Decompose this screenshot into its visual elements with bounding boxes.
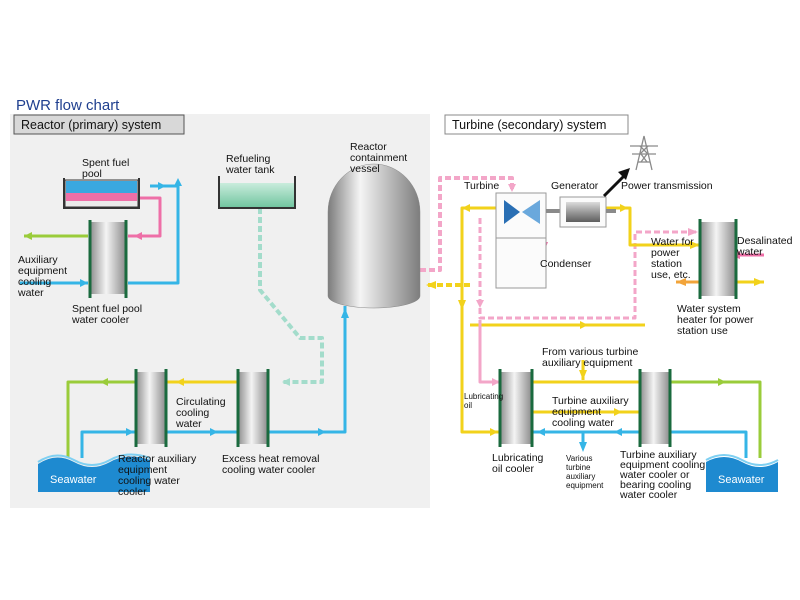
water-system-heater [698,219,738,299]
condenser-steam-pipe [478,218,700,320]
turbine-aux-cooler-label: Turbine auxiliary equipment cooling wate… [619,449,708,501]
circulating-cooling-water-label: Circulating cooling water [175,396,229,430]
turbine-yellow-pipe-top [606,206,700,247]
water-for-power-station-use-label: Water for power station use, etc. [651,236,697,281]
right-seawater-intake-pipe [670,430,748,458]
flow-arrows [24,178,764,452]
lubricating-oil-pipe [478,320,500,384]
power-transmission-icon [602,135,658,198]
left-seawater-label: Seawater [50,474,97,486]
reactor-auxiliary-cooler-label: Reactor auxiliary equipment cooling wate… [118,453,199,498]
from-various-turbine-aux-label: From various turbine auxiliary equipment [542,346,641,369]
page-title: PWR flow chart [16,97,120,114]
left-seawater-drain-pipe [66,380,136,458]
excess-heat-removal-cooler-label: Excess heat removal cooling water cooler [222,453,322,476]
turbine [495,192,560,239]
turbine-aux-cooling-water-label: Turbine auxiliary equipment cooling wate… [552,395,632,429]
desalinated-water-label: Desalinated water [736,235,795,258]
various-turbine-aux-label: Various turbine auxiliary equipment [566,454,604,490]
water-system-heater-label: Water system heater for power station us… [677,303,756,337]
right-seawater-label: Seawater [718,474,765,486]
turbine-yellow-pipe-left [460,206,500,434]
vessel-supply-pipe [268,306,347,434]
power-transmission-label: Power transmission [621,180,713,192]
condenser [495,237,547,289]
left-seawater-body [37,453,151,492]
spent-fuel-pool-label: Spent fuel pool [82,157,132,180]
spent-fuel-pool-water-cooler-label: Spent fuel pool water cooler [71,303,145,326]
reactor-auxiliary-cooler [134,369,168,447]
refueling-water-pipe [258,208,324,384]
spent-fuel-pool-pipe [128,196,162,238]
spent-fuel-pool-water-cooler [88,220,128,298]
primary-system-label: Reactor (primary) system [21,118,161,132]
turbine-auxiliary-cooler [638,369,672,447]
turbine-label: Turbine [464,180,499,192]
condenser-label: Condenser [540,258,592,270]
left-seawater-intake-pipe [80,430,136,458]
right-seawater-body [705,454,779,492]
reactor-containment-vessel [327,163,421,309]
refueling-water-tank-label: Refueling water tank [225,153,275,176]
lubricating-oil-cooler-label: Lubricating oil cooler [492,452,546,475]
generator-label: Generator [551,180,599,192]
lubricating-oil-label: Lubricating oil [464,392,505,410]
secondary-system-label: Turbine (secondary) system [452,118,606,132]
spent-fuel-pool [63,178,140,209]
auxiliary-equipment-cooling-water-label: Auxiliary equipment cooling water [17,254,70,299]
refueling-water-tank [218,176,296,209]
excess-heat-removal-cooler [236,369,270,447]
reactor-containment-vessel-label: Reactor containment vessel [350,141,410,175]
primary-system-label-box [13,114,185,135]
secondary-system-label-box [444,114,629,135]
generator [559,196,616,228]
lubricating-oil-cooler [498,369,534,447]
main-steam-pipe [420,176,514,272]
right-seawater-drain-pipe [670,380,762,458]
